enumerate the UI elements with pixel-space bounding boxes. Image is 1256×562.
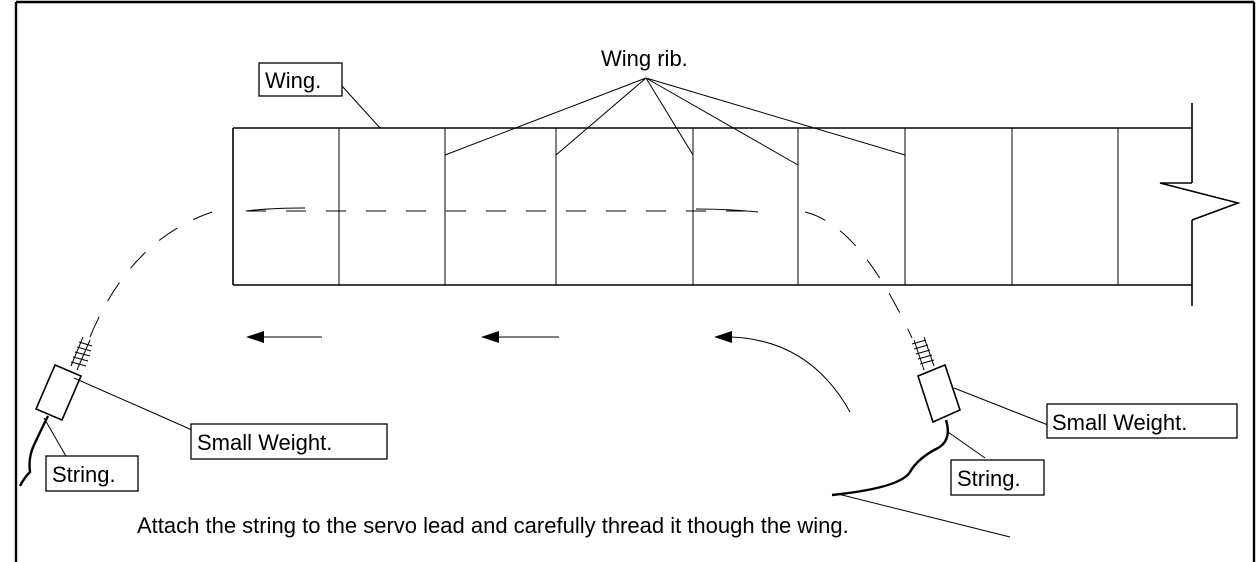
label-string-left: String. <box>45 455 139 492</box>
wing-panel <box>232 103 1241 306</box>
small-weight-right <box>917 363 961 424</box>
string-right <box>831 419 949 497</box>
label-wing-rib: Wing rib. <box>601 46 688 71</box>
arrow-left-2 <box>481 331 559 343</box>
threaded-stud-right <box>911 336 935 371</box>
label-small-weight-right-text: Small Weight. <box>1052 410 1187 435</box>
string-left <box>18 415 50 487</box>
label-string-left-text: String. <box>52 462 116 487</box>
label-wing-text: Wing. <box>265 68 321 93</box>
label-string-right: String. <box>950 459 1045 496</box>
threaded-stud-left <box>70 336 93 371</box>
arrow-curved <box>714 331 851 413</box>
label-small-weight-left: Small Weight. <box>190 423 388 460</box>
break-line <box>1159 103 1241 306</box>
label-small-weight-left-text: Small Weight. <box>197 430 332 455</box>
label-small-weight-right: Small Weight. <box>1046 403 1238 439</box>
wing-ribs <box>338 128 1119 285</box>
small-weight-right-assembly <box>831 336 961 497</box>
small-weight-left <box>34 363 83 422</box>
string-path <box>89 207 913 339</box>
small-weight-left-assembly <box>18 336 93 487</box>
frame <box>14 0 1256 562</box>
label-string-right-text: String. <box>957 466 1021 491</box>
label-wing: Wing. <box>258 62 343 97</box>
caption: Attach the string to the servo lead and … <box>137 513 849 538</box>
arrow-left-1 <box>246 331 322 343</box>
direction-arrows <box>246 331 851 413</box>
